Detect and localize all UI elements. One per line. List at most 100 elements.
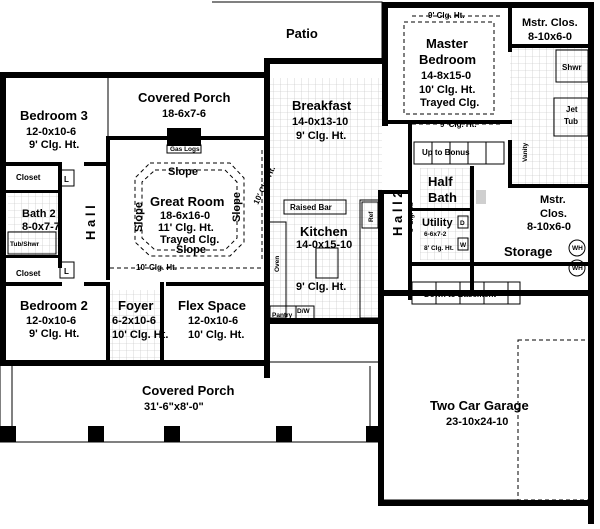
kitchen-counter: [267, 221, 287, 319]
hall2-ceiling: 8' Clg. Ht.: [408, 202, 415, 232]
great-room-ceiling: 11' Clg. Ht.: [158, 222, 214, 234]
flex-space-size: 12-0x10-6: [188, 315, 238, 327]
front-porch-size: 31'-6"x8'-0": [144, 401, 204, 413]
jet-tub-line1: Jet: [566, 105, 578, 114]
ref-label: Ref: [368, 211, 375, 222]
hall2-label: H a l l 2: [390, 190, 405, 236]
utility-washer: [457, 237, 469, 251]
half-bath-name: Half: [428, 174, 453, 189]
shower-label: Shwr: [562, 63, 582, 72]
foyer-name: Foyer: [118, 298, 153, 313]
kitchen-name: Kitchen: [300, 224, 348, 239]
slope-top-label: Slope: [168, 166, 198, 178]
utility-ceiling: 8' Clg. Ht.: [424, 245, 454, 252]
raised-bar: [283, 199, 347, 215]
porch-column: [276, 426, 292, 442]
master-bedroom-size: 14-8x15-0: [421, 70, 471, 82]
utility-name: Utility: [422, 217, 453, 229]
flex-space-name: Flex Space: [178, 298, 246, 313]
flex-space-ceiling: 10' Clg. Ht.: [188, 329, 244, 341]
vanity-label: Vanity: [522, 142, 529, 162]
front-porch-outline: [0, 361, 383, 443]
back-porch-name: Covered Porch: [138, 90, 231, 105]
water-heater-label: WH: [572, 265, 583, 272]
slope-left-label: Slope: [133, 202, 145, 232]
master-bedroom-ceiling2: Trayed Clg.: [420, 97, 479, 109]
great-room-name: Great Room: [150, 194, 224, 209]
down-to-basement-label: Down to Basement: [424, 290, 496, 299]
kitchen-counter: [359, 199, 383, 319]
bedroom3-ceiling: 9' Clg. Ht.: [29, 139, 79, 151]
foyer-ceiling: 10' Clg. Ht.: [112, 329, 168, 341]
garage-slab-outline: [517, 339, 591, 501]
storage-label: Storage: [504, 244, 552, 259]
porch-column: [366, 426, 382, 442]
master-bedroom-ceiling: 10' Clg. Ht.: [419, 84, 475, 96]
water-heater: [568, 239, 586, 257]
master-top-ceiling: 9' Clg. Ht.: [428, 11, 465, 20]
utility-floor: [420, 210, 470, 260]
kitchen-island: [315, 247, 339, 279]
bedroom3-name: Bedroom 3: [20, 108, 88, 123]
hall-label: H a l l: [83, 205, 98, 240]
master-tray-outline: [403, 21, 495, 115]
bath2-size: 8-0x7-7: [22, 221, 60, 233]
porch-column: [88, 426, 104, 442]
great-room-ceiling2: Trayed Clg.: [160, 234, 219, 246]
master-bath-floor: [510, 44, 590, 184]
breakfast-ceiling: 9' Clg. Ht.: [296, 130, 346, 142]
master-lower-ceiling: 9' Clg. Ht.: [440, 120, 477, 129]
foyer-size: 6-2x10-6: [112, 315, 156, 327]
mstr-closet2-size: 8-10x6-0: [527, 221, 571, 233]
up-to-bonus-label: Up to Bonus: [422, 148, 470, 157]
half-bath-name2: Bath: [428, 190, 457, 205]
water-heater-label: WH: [572, 245, 583, 252]
closet-bottom-label: Closet: [16, 269, 41, 278]
garage-name: Two Car Garage: [430, 398, 529, 413]
linen-l2: L: [64, 267, 69, 276]
bedroom3-size: 12-0x10-6: [26, 126, 76, 138]
washer-label: W: [460, 242, 467, 249]
patio-label: Patio: [286, 26, 318, 41]
slope-bottom-label: Slope: [176, 244, 206, 256]
porch-column: [0, 426, 16, 442]
master-bedroom-name: Master: [426, 36, 468, 51]
front-porch-name: Covered Porch: [142, 383, 235, 398]
mstr-closet2-name: Mstr.: [540, 194, 566, 206]
dishwasher-box: [295, 305, 315, 321]
kitchen-size: 14-0x15-10: [296, 239, 352, 251]
breakfast-size: 14-0x13-10: [292, 116, 348, 128]
half-bath-toilet: [476, 190, 486, 204]
dryer-label: D: [460, 220, 465, 227]
bedroom2-ceiling: 9' Clg. Ht.: [29, 328, 79, 340]
bedroom2-name: Bedroom 2: [20, 298, 88, 313]
refrigerator: [361, 201, 379, 229]
jet-tub: [553, 97, 589, 137]
kitchen-ceiling: 9' Clg. Ht.: [296, 281, 346, 293]
oven-label: Oven: [274, 256, 281, 272]
utility-dryer: [457, 215, 469, 229]
stairs-to-basement: [411, 281, 521, 305]
water-heater: [568, 259, 586, 277]
bath2-name: Bath 2: [22, 208, 56, 220]
closet-top-label: Closet: [16, 173, 41, 182]
mstr-closet1-size: 8-10x6-0: [528, 31, 572, 43]
half-bath-floor: [420, 168, 470, 208]
gas-logs-label: Gas Logs: [170, 146, 200, 153]
porch-column: [164, 426, 180, 442]
bath2-tub: [7, 231, 57, 255]
jet-tub-line2: Tub: [564, 117, 578, 126]
tub-shower-label: Tub/Shwr: [10, 241, 40, 248]
stairs-to-bonus: [413, 141, 505, 165]
great-room-tray-outline: [134, 162, 245, 257]
bath2-floor: [8, 193, 58, 255]
master-bedroom-name2: Bedroom: [419, 52, 476, 67]
mstr-closet1-name: Mstr. Clos.: [522, 17, 578, 29]
foyer-floor: [110, 290, 160, 362]
linen-l1: L: [64, 175, 69, 184]
dw-label: D/W: [297, 308, 311, 315]
master-shower: [555, 49, 589, 83]
breakfast-name: Breakfast: [292, 98, 352, 113]
mstr-closet2-name2: Clos.: [540, 208, 567, 220]
